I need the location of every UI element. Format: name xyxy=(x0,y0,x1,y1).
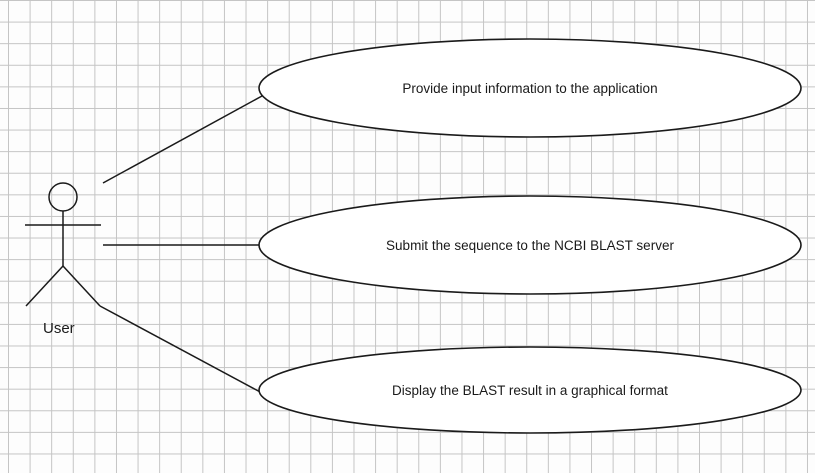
use-case-1: Provide input information to the applica… xyxy=(258,38,802,138)
use-case-ellipse xyxy=(258,38,802,138)
actor-user: User xyxy=(25,182,101,337)
use-case-3: Display the BLAST result in a graphical … xyxy=(258,346,802,434)
actor-right-leg xyxy=(62,265,101,307)
actor-left-leg xyxy=(25,265,64,307)
association-line-1 xyxy=(102,95,263,184)
actor-head xyxy=(48,182,78,212)
use-case-ellipse xyxy=(258,195,802,295)
actor-label: User xyxy=(43,320,75,337)
use-case-label: Provide input information to the applica… xyxy=(402,81,657,96)
use-case-ellipse xyxy=(258,346,802,434)
association-line-3 xyxy=(99,305,263,394)
associations xyxy=(99,95,263,394)
use-case-2: Submit the sequence to the NCBI BLAST se… xyxy=(258,195,802,295)
use-case-label: Display the BLAST result in a graphical … xyxy=(392,383,668,398)
use-case-label: Submit the sequence to the NCBI BLAST se… xyxy=(386,238,674,253)
